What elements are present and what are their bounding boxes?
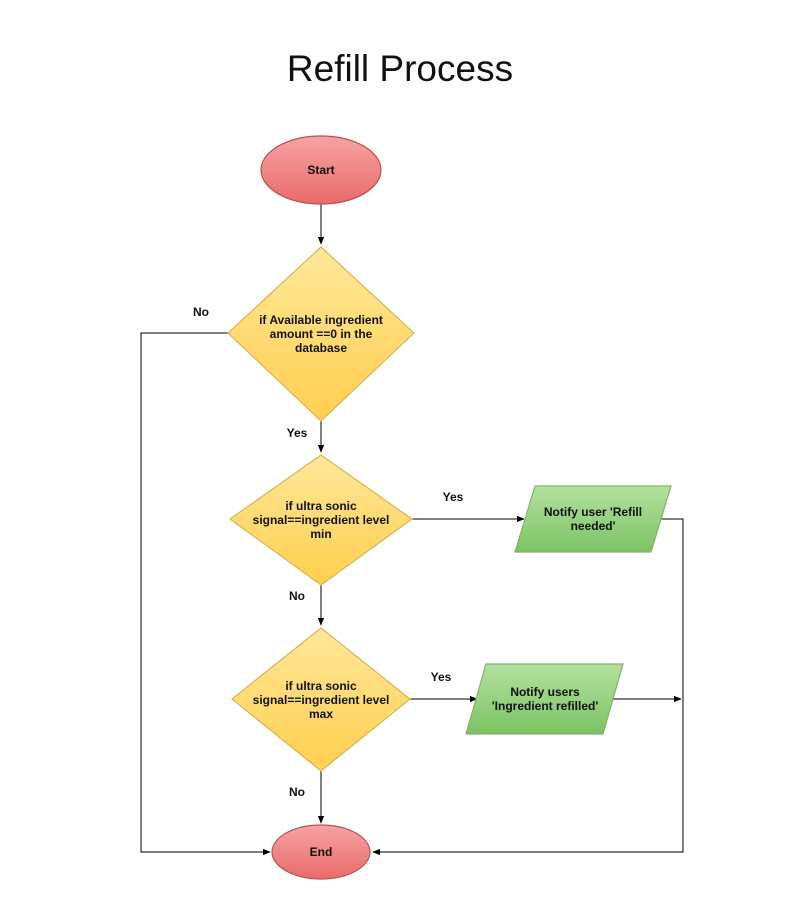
notify-refilled-io-shape bbox=[465, 663, 624, 735]
label-line: amount ==0 in the bbox=[270, 327, 373, 341]
label-line: Notify user 'Refill bbox=[544, 505, 642, 519]
node-notify-refilled: Notify users'Ingredient refilled' bbox=[465, 663, 624, 735]
label-line: if ultra sonic bbox=[285, 499, 357, 513]
edge-label-min-yes: Yes bbox=[443, 490, 464, 504]
label-line: End bbox=[310, 845, 333, 859]
label-line: max bbox=[309, 707, 333, 721]
label-line: needed' bbox=[571, 519, 616, 533]
label-line: if ultra sonic bbox=[285, 679, 357, 693]
edge-check-db-no-to-end bbox=[140, 332, 271, 856]
node-start: Start bbox=[260, 135, 382, 205]
edge-label-max-no: No bbox=[289, 785, 305, 799]
label-line: if Available ingredient bbox=[259, 313, 383, 327]
start-label: Start bbox=[307, 163, 334, 177]
notify-refilled-label: Notify users'Ingredient refilled' bbox=[492, 685, 599, 713]
check-max-decision-shape bbox=[231, 627, 411, 772]
label-line: signal==ingredient level bbox=[253, 693, 390, 707]
end-terminal-shape bbox=[271, 824, 371, 880]
edges bbox=[140, 204, 684, 856]
label-line: Notify users bbox=[510, 685, 580, 699]
edge-label-db-yes: Yes bbox=[287, 426, 308, 440]
edge-label-min-no: No bbox=[289, 589, 305, 603]
label-line: database bbox=[295, 341, 347, 355]
edge-label-db-no: No bbox=[193, 305, 209, 319]
start-terminal-shape bbox=[260, 135, 382, 205]
diagram-title: Refill Process bbox=[286, 48, 514, 89]
edge-label-max-yes: Yes bbox=[431, 670, 452, 684]
check-db-decision-shape bbox=[227, 246, 415, 422]
node-end: End bbox=[271, 824, 371, 880]
edge-notify-refill-to-end bbox=[372, 518, 684, 856]
label-line: 'Ingredient refilled' bbox=[492, 699, 599, 713]
label-line: Start bbox=[307, 163, 334, 177]
check-min-decision-shape bbox=[228, 454, 414, 586]
label-line: min bbox=[310, 527, 331, 541]
label-line: signal==ingredient level bbox=[253, 513, 390, 527]
end-label: End bbox=[310, 845, 333, 859]
notify-refill-io-shape bbox=[514, 485, 672, 553]
